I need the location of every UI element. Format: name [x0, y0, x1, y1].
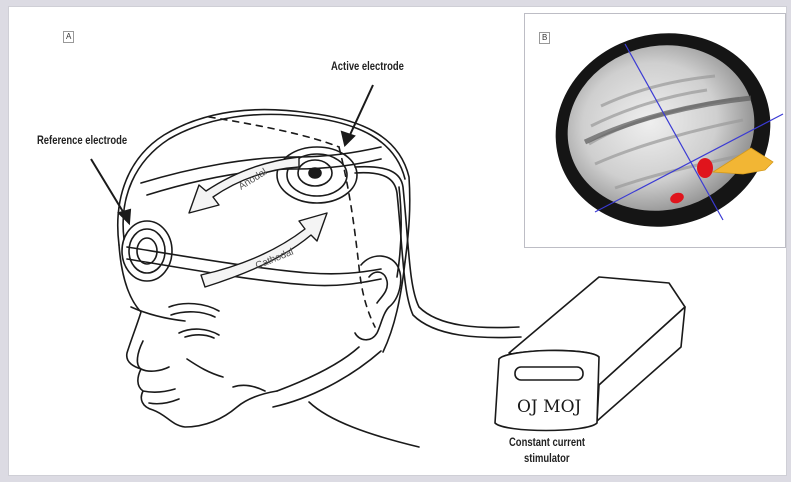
tdcs-figure: Anodal Cathodal ОЈ МОЈ A Reference elect… [8, 6, 787, 476]
mri-inset-panel: B [524, 13, 786, 248]
active-electrode-label: Active electrode [331, 61, 404, 73]
mri-axial-slice [525, 14, 785, 247]
reference-electrode-label: Reference electrode [37, 135, 127, 147]
stimulator-label-line1: Constant current [509, 437, 585, 449]
target-marker-main [697, 158, 713, 178]
panel-a-letter: A [63, 31, 74, 43]
anodal-arrow: Anodal [189, 157, 299, 213]
stimulator-label-line2: stimulator [524, 453, 570, 465]
stimulator-cable [355, 167, 519, 328]
ear [355, 256, 401, 340]
reference-electrode-pointer [91, 159, 125, 215]
cathodal-arrow: Cathodal [201, 213, 327, 287]
stimulator-display: ОЈ МОЈ [517, 397, 581, 417]
